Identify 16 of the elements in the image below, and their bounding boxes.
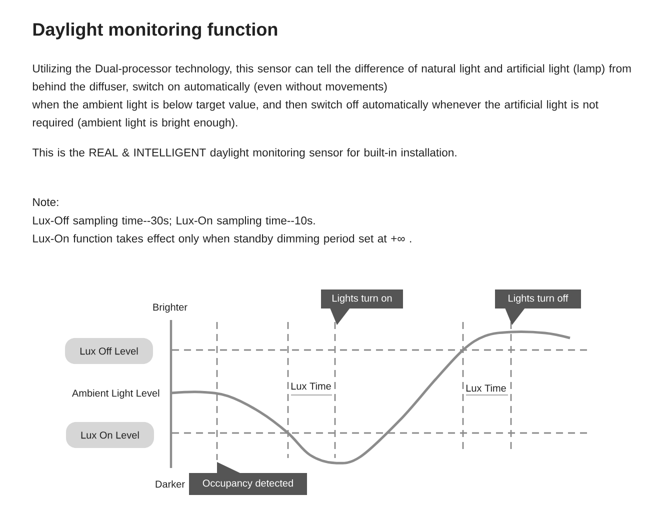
paragraph: when the ambient light is below target value, and then switch off automatically whenever the artificial light is not required (ambient light is bright enough). (32, 100, 598, 129)
paragraph: Utilizing the Dual-processor technology, this sensor can tell the difference of natural light and artificial light (lamp) from behind the diffuser, switch on automatically (even without movements) (32, 64, 631, 93)
note-text: Lux-On function takes effect only when standby dimming period set at +∞ . (33, 234, 412, 245)
axis-label: Brighter (153, 303, 188, 313)
time-label: Lux Time (466, 384, 506, 392)
title: Daylight monitoring function (33, 22, 278, 40)
callout-box: Occupancy detected (189, 462, 307, 495)
callout-box: Lights turn off (495, 290, 581, 325)
time-label: Lux Time (291, 382, 331, 390)
paragraph: This is the REAL & INTELLIGENT daylight monitoring sensor for built-in installation. (32, 148, 456, 159)
level-pill: Lux Off Level (65, 338, 153, 364)
note-text: Note: (33, 198, 58, 206)
note-text: Lux-Off sampling time--30s; Lux-On sampling time--10s. (33, 216, 315, 227)
axis-label: Ambient Light Level (72, 389, 160, 399)
level-pill: Lux On Level (66, 422, 154, 448)
callout-box: Lights turn on (321, 290, 403, 325)
